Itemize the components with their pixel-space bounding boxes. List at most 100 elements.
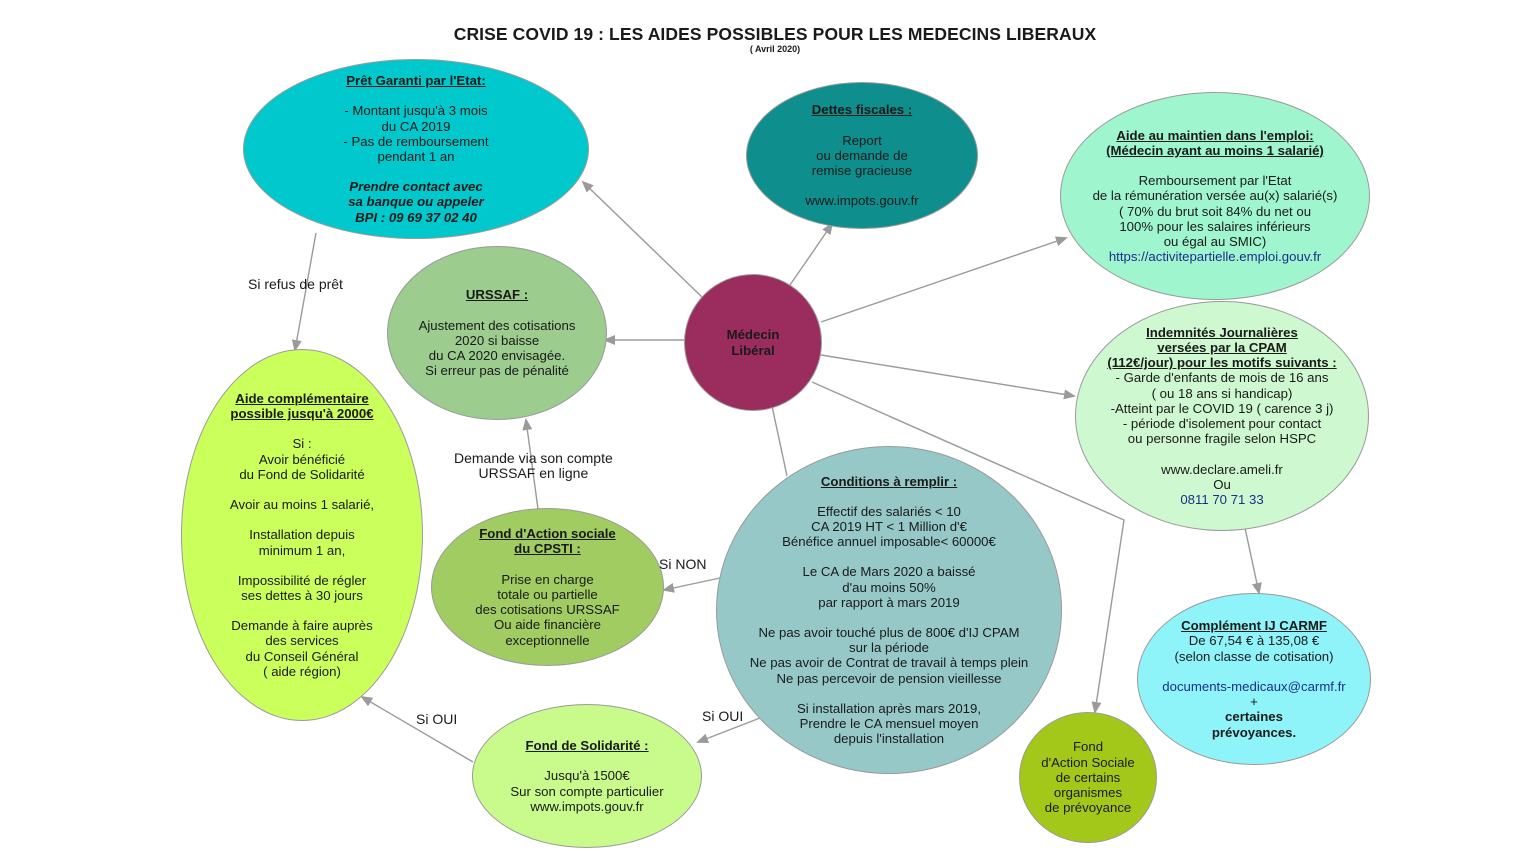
ij-title: (112€/jour) pour les motifs suivants : (1107, 355, 1337, 371)
dettes-link: www.impots.gouv.fr (805, 193, 919, 209)
diagram-title: CRISE COVID 19 : LES AIDES POSSIBLES POU… (453, 24, 1097, 44)
aide-comp-line: Installation depuis (249, 527, 355, 543)
conditions-line: Effectif des salariés < 10 (817, 503, 961, 519)
ij-line: -Atteint par le COVID 19 ( carence 3 j) (1110, 400, 1334, 416)
node-fond-action-prevoyance: Fond d'Action Sociale de certains organi… (1019, 712, 1157, 843)
aide-maintien-link: https://activitepartielle.emploi.gouv.fr (1108, 249, 1322, 265)
node-fond-action-cpsti: Fond d'Action sociale du CPSTI : Prise e… (431, 508, 664, 666)
node-indemnites-journalieres: Indemnités Journalières versées par la C… (1075, 301, 1369, 531)
carmf-bold: certaines (1225, 709, 1283, 725)
edge-conditions-cpsti (662, 577, 721, 593)
edge-cpsti-urssaf (522, 418, 539, 510)
fond-prev-line: de prévoyance (1044, 800, 1132, 816)
edge-pret-aide-comp (291, 232, 317, 352)
aide-comp-line: ses dettes à 30 jours (241, 587, 363, 603)
carmf-bold: prévoyances. (1211, 724, 1297, 740)
aide-comp-title: Aide complémentaire (235, 391, 369, 407)
conditions-line: Bénéfice annuel imposable< 60000€ (782, 534, 996, 550)
node-aide-maintien: Aide au maintien dans l'emploi: (Médecin… (1060, 92, 1370, 300)
dettes-line: Report (842, 132, 882, 148)
aide-comp-line: Avoir bénéficié (258, 451, 346, 467)
pret-contact: Prendre contact avec (349, 179, 483, 195)
node-conditions: Conditions à remplir : Effectif des sala… (716, 446, 1062, 774)
aide-maintien-title: (Médecin ayant au moins 1 salarié) (1106, 142, 1324, 158)
ij-title: Indemnités Journalières (1146, 324, 1298, 340)
conditions-line: par rapport à mars 2019 (818, 594, 960, 610)
carmf-title: Complément IJ CARMF (1181, 618, 1327, 634)
node-urssaf: URSSAF : Ajustement des cotisations 2020… (387, 246, 607, 420)
aide-maintien-line: ou égal au SMIC) (1163, 233, 1267, 249)
conditions-line: Si installation après mars 2019, (797, 700, 981, 716)
node-dettes-fiscales: Dettes fiscales : Report ou demande de r… (746, 82, 978, 229)
carmf-email: documents-medicaux@carmf.fr (1162, 678, 1346, 694)
ij-site: www.declare.ameli.fr (1161, 461, 1283, 477)
edge-label-refus: Si refus de prêt (248, 276, 343, 292)
cpsti-title: du CPSTI : (514, 541, 581, 557)
fond-solidarite-title: Fond de Solidarité : (525, 738, 649, 754)
conditions-line: Ne pas avoir de Contrat de travail à tem… (749, 655, 1029, 671)
dettes-title: Dettes fiscales : (811, 102, 913, 118)
center-label: Médecin (726, 327, 780, 343)
conditions-line: d'au moins 50% (842, 579, 936, 595)
dettes-line: ou demande de (816, 147, 908, 163)
urssaf-line: Ajustement des cotisations (418, 317, 576, 333)
edge-center-fond-prev (811, 381, 1125, 714)
node-aide-complementaire: Aide complémentaire possible jusqu'à 200… (181, 349, 423, 721)
pret-title: Prêt Garanti par l'Etat: (346, 73, 486, 89)
pret-line: - Pas de remboursement (343, 133, 489, 149)
aide-maintien-line: Remboursement par l'Etat (1138, 173, 1292, 189)
edge-label-si-oui: Si OUI (416, 711, 458, 727)
ij-title: versées par la CPAM (1157, 340, 1287, 356)
conditions-title: Conditions à remplir : (820, 473, 958, 489)
edge-conditions-fond-solidarite (696, 717, 761, 744)
cpsti-line: Ou aide financière (493, 617, 602, 633)
edge-fond-solidarite-aide-comp (360, 695, 474, 763)
aide-maintien-line: 100% pour les salaires inférieurs (1119, 218, 1311, 234)
edge-center-dettes (789, 222, 834, 286)
aide-comp-line: du Conseil Général (245, 648, 359, 664)
node-pret-garanti: Prêt Garanti par l'Etat: - Montant jusqu… (243, 59, 589, 239)
cpsti-title: Fond d'Action sociale (479, 526, 616, 542)
node-complement-ij-carmf: Complément IJ CARMF De 67,54 € à 135,08 … (1137, 593, 1371, 765)
fond-solidarite-line: www.impots.gouv.fr (530, 798, 644, 814)
cpsti-line: totale ou partielle (497, 586, 598, 602)
pret-line: du CA 2019 (381, 118, 451, 134)
fond-prev-line: organismes (1053, 785, 1123, 801)
center-label: Libéral (731, 342, 775, 358)
ij-line: ( ou 18 ans si handicap) (1151, 385, 1293, 401)
ij-line: ou personne fragile selon HSPC (1127, 431, 1317, 447)
pret-line: - Montant jusqu'à 3 mois (344, 103, 488, 119)
edge-label-si-non: Si NON (659, 556, 707, 572)
conditions-line: CA 2019 HT < 1 Million d'€ (811, 518, 967, 534)
aide-comp-line: ( aide région) (263, 663, 341, 679)
fond-prev-line: de certains (1055, 769, 1121, 785)
aide-comp-title: possible jusqu'à 2000€ (230, 406, 374, 422)
urssaf-line: du CA 2020 envisagée. (428, 348, 566, 364)
edge-center-ij (820, 354, 1076, 400)
edge-label-demande: Demande via son compte URSSAF en ligne (454, 451, 613, 481)
edge-center-conditions (771, 405, 788, 477)
aide-comp-line: Demande à faire auprès (231, 618, 373, 634)
aide-comp-line: Si : (292, 436, 312, 452)
aide-maintien-line: ( 70% du brut soit 84% du net ou (1118, 203, 1312, 219)
edge-label-si-oui: Si OUI (702, 708, 744, 724)
aide-comp-line: du Fond de Solidarité (239, 466, 365, 482)
conditions-line: depuis l'installation (833, 731, 945, 747)
conditions-line: sur la période (849, 640, 929, 656)
fond-solidarite-line: Sur son compte particulier (510, 783, 664, 799)
edge-ij-carmf (1244, 527, 1262, 595)
aide-maintien-line: de la rémunération versée au(x) salarié(… (1092, 188, 1338, 204)
aide-comp-line: Impossibilité de régler (237, 572, 367, 588)
urssaf-title: URSSAF : (465, 287, 529, 303)
edge-center-pret (581, 180, 704, 299)
edge-label-demande-line: URSSAF en ligne (478, 465, 589, 481)
node-medecin-liberal: Médecin Libéral (684, 274, 822, 411)
ij-or: Ou (1213, 476, 1231, 492)
urssaf-line: Si erreur pas de pénalité (425, 363, 569, 379)
ij-line: - période d'isolement pour contact (1122, 416, 1322, 432)
carmf-line: De 67,54 € à 135,08 € (1188, 633, 1320, 649)
edge-center-aide-maintien (820, 236, 1068, 323)
node-fond-solidarite: Fond de Solidarité : Jusqu'à 1500€ Sur s… (472, 704, 702, 848)
carmf-plus: + (1250, 694, 1258, 710)
aide-comp-line: Avoir au moins 1 salarié, (229, 497, 375, 513)
